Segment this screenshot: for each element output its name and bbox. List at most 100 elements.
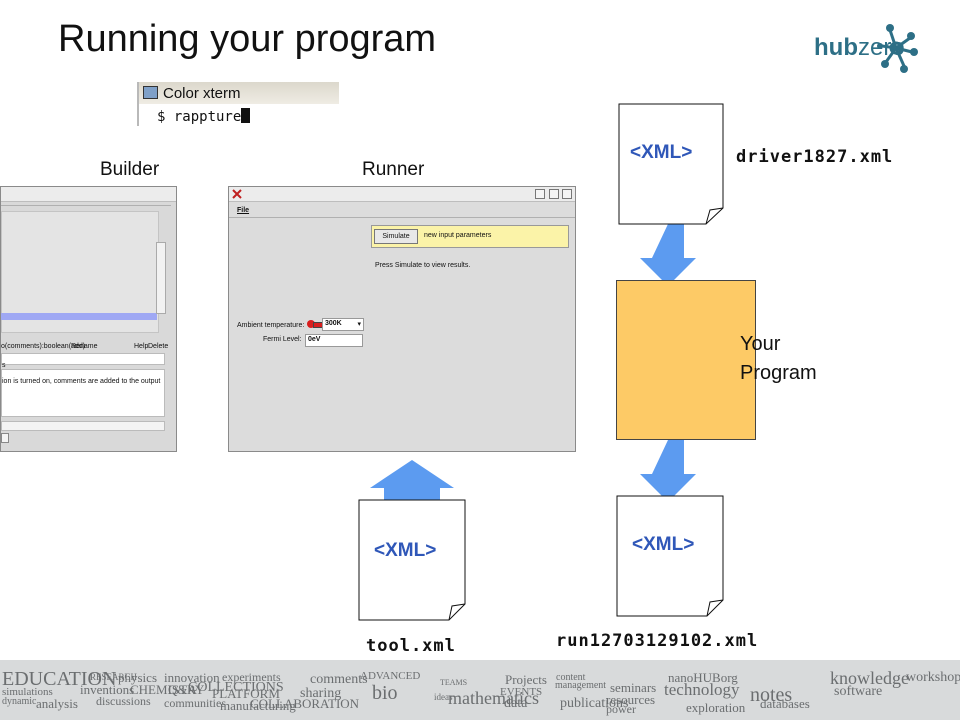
your-program-label: Your Program <box>740 330 817 388</box>
banner-word: seminars <box>610 680 657 695</box>
down-arrow-driver <box>640 224 696 286</box>
runner-label: Runner <box>362 159 425 180</box>
your-program-line2: Program <box>740 362 817 384</box>
minimize-button[interactable] <box>535 189 545 199</box>
banner-word: PLATFORM <box>212 686 280 701</box>
window-close-button[interactable] <box>562 189 572 199</box>
builder-field[interactable]: s <box>1 353 165 369</box>
simulate-button[interactable]: Simulate <box>374 229 418 244</box>
xterm-command: $ rappture <box>157 109 242 125</box>
builder-titlebar <box>1 187 176 202</box>
banner-word: sharing <box>300 686 342 701</box>
banner-word: COLLECTIONS <box>188 680 284 695</box>
banner-word: analysis <box>36 696 78 711</box>
run-document-icon <box>616 495 724 617</box>
banner-word: COLLABORATION <box>250 696 360 711</box>
dropdown-arrow-icon[interactable]: ▾ <box>357 321 361 328</box>
help-button[interactable]: Help <box>134 343 149 350</box>
slide-title: Running your program <box>58 18 437 60</box>
menu-file[interactable]: File <box>237 207 250 214</box>
banner-word: knowledge <box>830 668 909 688</box>
runner-titlebar <box>229 187 575 202</box>
banner-word: dynamic <box>2 696 37 707</box>
driver-xml-tag: <XML> <box>630 142 693 163</box>
builder-label: Builder <box>100 159 160 180</box>
builder-button-edge[interactable] <box>1 433 9 443</box>
rename-button[interactable]: Rename <box>71 343 98 350</box>
banner-word: ideas <box>434 692 453 702</box>
run-xml-tag: <XML> <box>632 534 695 555</box>
banner-word: RESEARCH <box>90 672 138 682</box>
builder-tree-panel[interactable] <box>1 211 159 333</box>
ambient-temperature-input[interactable]: 300K ▾ <box>322 318 364 331</box>
ambient-temperature-value: 300K <box>325 320 342 327</box>
banner-word: physics <box>118 670 157 685</box>
banner-word: publications <box>560 696 629 711</box>
banner-word: bio <box>372 682 398 704</box>
banner-word: power <box>606 702 636 716</box>
banner-word: CHEMISTRY <box>130 682 205 697</box>
flow-diagram <box>358 103 724 621</box>
builder-selection-bar <box>1 313 157 320</box>
banner-word: mathematics <box>448 688 539 708</box>
banner-word: innovation <box>164 670 220 685</box>
xterm-title: Color xterm <box>163 85 241 102</box>
logo-text-hub: hub <box>814 34 858 61</box>
banner-word: experiments <box>222 670 281 684</box>
banner-word: discussions <box>96 694 151 708</box>
banner-word: simulations <box>2 686 53 698</box>
tool-document-icon <box>358 499 466 621</box>
driver-filename: driver1827.xml <box>736 147 894 167</box>
banner-word: databases <box>760 696 810 711</box>
banner-word: EVENTS <box>500 686 543 698</box>
runner-window[interactable]: File Simulate new input parameters Press… <box>228 186 576 452</box>
down-arrow-program <box>640 440 696 502</box>
close-x-icon[interactable] <box>232 189 242 199</box>
maximize-button[interactable] <box>549 189 559 199</box>
builder-scrollbar[interactable] <box>156 242 166 314</box>
banner-word: comments <box>310 672 368 687</box>
banner-word: notes <box>750 684 793 706</box>
builder-window[interactable]: o(comments):boolean(add) Rename Help Del… <box>0 186 177 452</box>
builder-field-value: s <box>2 362 6 369</box>
banner-word: TEAMS <box>440 678 468 687</box>
fermi-level-input[interactable]: 0eV <box>305 334 363 347</box>
banner-word: Projects <box>505 672 547 687</box>
banner-word: Q&A <box>168 682 197 697</box>
notice-banner: Simulate new input parameters <box>371 225 569 248</box>
banner-word: EDUCATION <box>2 668 117 690</box>
up-arrow-tool <box>370 460 454 500</box>
xterm-window[interactable]: Color xterm $ rappture <box>137 82 339 126</box>
fermi-level-value: 0eV <box>308 336 321 343</box>
ambient-temperature-label: Ambient temperature: <box>237 322 305 329</box>
builder-description-box[interactable]: ion is turned on, comments are added to … <box>1 369 165 417</box>
banner-word: data <box>504 696 528 711</box>
builder-description: ion is turned on, comments are added to … <box>2 378 161 385</box>
banner-word: management <box>555 680 607 691</box>
monitor-icon <box>143 86 158 99</box>
fermi-level-label: Fermi Level: <box>263 336 302 343</box>
banner-word: ADVANCED <box>360 670 421 682</box>
banner-word: technology <box>664 680 740 699</box>
builder-status: o(comments):boolean(add) <box>1 343 86 350</box>
banner-word: communities <box>164 696 226 710</box>
tool-xml-tag: <XML> <box>374 540 437 561</box>
hubzero-mark-icon <box>877 24 918 73</box>
banner-word: software <box>834 684 883 699</box>
delete-button[interactable]: Delete <box>148 343 169 350</box>
banner-word: nanoHUBorg <box>668 670 738 685</box>
banner-word: manufacturing <box>220 698 296 713</box>
hubzero-logo: hubzero <box>814 22 918 74</box>
banner-word: content <box>556 672 586 683</box>
banner-word: inventions <box>80 682 135 697</box>
simulate-hint: Press Simulate to view results. <box>375 262 471 269</box>
banner-word: workshops <box>906 670 960 685</box>
driver-document-icon <box>618 103 724 225</box>
xterm-command-line[interactable]: $ rappture <box>157 108 251 125</box>
builder-hscroll[interactable] <box>1 421 165 431</box>
thermometer-icon <box>307 320 315 328</box>
tool-filename: tool.xml <box>366 636 456 656</box>
xterm-titlebar[interactable]: Color xterm <box>139 82 339 104</box>
divider <box>1 205 171 206</box>
